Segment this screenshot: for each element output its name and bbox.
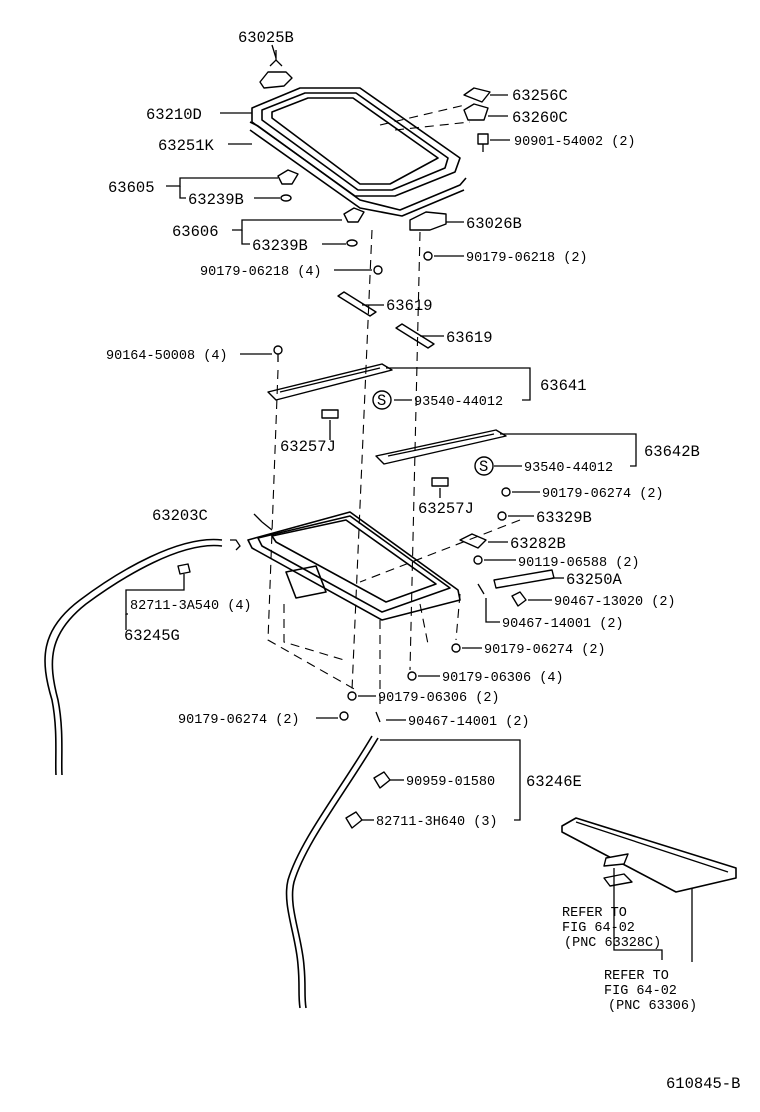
label-63282B: 63282B (510, 535, 566, 553)
bracket-63605 (277, 169, 299, 185)
label-63245G: 63245G (124, 627, 180, 645)
label-90467-14001-a: 90467-14001 (2) (502, 617, 624, 632)
rail-63642B (375, 429, 507, 465)
label-63203C: 63203C (152, 507, 208, 525)
label-90467-13020: 90467-13020 (2) (554, 595, 676, 610)
rail-63641 (267, 345, 393, 401)
bracket-63026B (409, 211, 447, 231)
label-63260C: 63260C (512, 109, 568, 127)
label-63257J-a: 63257J (280, 438, 336, 456)
label-63025B: 63025B (238, 29, 294, 47)
bracket-63256C (463, 87, 491, 103)
label-63606: 63606 (172, 223, 219, 241)
weatherstrip-seal (249, 121, 467, 217)
label-63246E: 63246E (526, 773, 582, 791)
strip-63619-a (337, 291, 377, 317)
bracket-63025B (259, 50, 293, 89)
bracket-63260C (463, 103, 489, 121)
refer2-line1: REFER TO (604, 969, 669, 984)
label-93540-44012-b: 93540-44012 (524, 461, 613, 476)
s-symbol-text: S (479, 458, 488, 476)
label-63619-b: 63619 (446, 329, 493, 347)
label-63026B: 63026B (466, 215, 522, 233)
label-63250A: 63250A (566, 571, 623, 589)
label-90179-06306-2: 90179-06306 (2) (378, 691, 500, 706)
refer1-line1: REFER TO (562, 906, 627, 921)
leader-lines (125, 44, 693, 962)
serviceable-symbol-b (474, 456, 494, 476)
label-63257J-b: 63257J (418, 500, 474, 518)
s-symbol-text: S (377, 392, 386, 410)
housing-frame-63203C (247, 511, 461, 621)
label-90467-14001-b: 90467-14001 (2) (408, 715, 530, 730)
label-90164-50008: 90164-50008 (4) (106, 349, 228, 364)
label-90179-06306-4: 90179-06306 (4) (442, 671, 564, 686)
plate-63250A (493, 569, 555, 589)
label-63239B-a: 63239B (188, 191, 244, 209)
drain-hose-63246E (285, 735, 391, 1009)
label-63641: 63641 (540, 377, 587, 395)
figure-id: 610845-B (666, 1075, 740, 1093)
label-82711-3A540: 82711-3A540 (4) (130, 599, 252, 614)
nut-90179-06218-a (373, 265, 383, 275)
bolt-90901 (477, 133, 489, 152)
label-63642B: 63642B (644, 443, 700, 461)
label-90119-06588: 90119-06588 (2) (518, 556, 640, 571)
refer1-line3: (PNC 63328C) (564, 936, 661, 951)
serviceable-symbol-a (372, 390, 392, 410)
refer2-line2: FIG 64-02 (604, 984, 677, 999)
refer1-line2: FIG 64-02 (562, 921, 635, 936)
label-63239B-b: 63239B (252, 237, 308, 255)
label-90179-06274-a: 90179-06274 (2) (542, 487, 664, 502)
part-labels: 63025B 63210D 63256C 63260C 90901-54002 … (106, 29, 740, 1093)
bracket-63606 (343, 207, 365, 223)
bracket-63282B (459, 533, 487, 549)
nut-90179-06218-b (423, 251, 433, 261)
label-63329B: 63329B (536, 509, 592, 527)
label-90179-06218-2: 90179-06218 (2) (466, 251, 588, 266)
label-63210D: 63210D (146, 106, 202, 124)
shoe-63257J-b (431, 477, 449, 487)
label-90179-06218-4: 90179-06218 (4) (200, 265, 322, 280)
label-63256C: 63256C (512, 87, 568, 105)
drain-hose-63245G (44, 538, 241, 776)
label-90179-06274-b: 90179-06274 (2) (484, 643, 606, 658)
label-63619-a: 63619 (386, 297, 433, 315)
clip-90467-13020 (511, 591, 527, 607)
sunshade-panel (561, 817, 737, 893)
label-90901-54002: 90901-54002 (2) (514, 135, 636, 150)
label-63605: 63605 (108, 179, 155, 197)
clip-90467-14001 (477, 583, 485, 595)
refer2-line3: (PNC 63306) (608, 999, 697, 1014)
label-93540-44012-a: 93540-44012 (414, 395, 503, 410)
label-63251K: 63251K (158, 137, 215, 155)
label-90959-01580: 90959-01580 (406, 775, 495, 790)
label-82711-3H640: 82711-3H640 (3) (376, 815, 498, 830)
shoe-63257J-a (321, 409, 339, 419)
label-90179-06274-c: 90179-06274 (2) (178, 713, 300, 728)
